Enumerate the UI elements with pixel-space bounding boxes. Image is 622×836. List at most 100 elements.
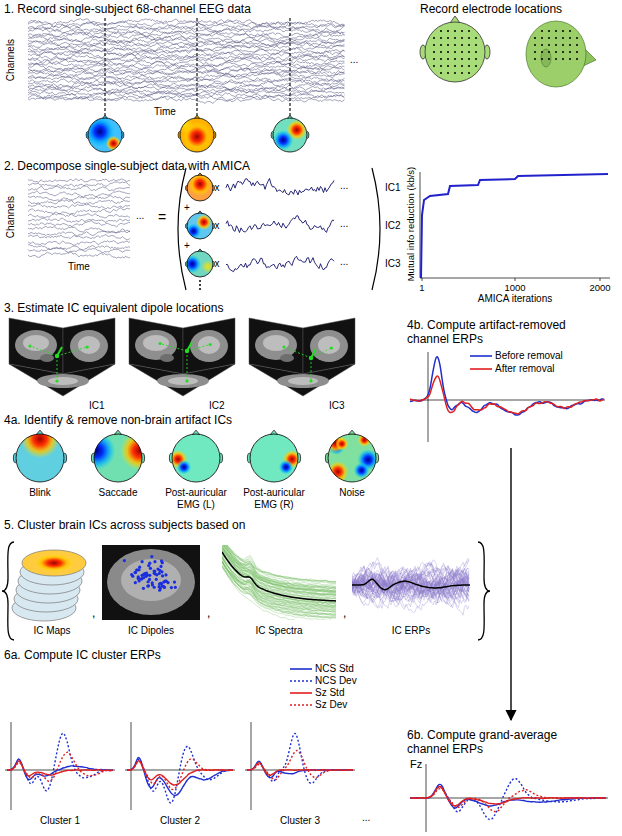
illustration-part [433,44,435,46]
illustration-part [137,577,140,580]
illustration-part [330,346,333,349]
illustration-part [548,30,550,32]
illustration-part [28,208,130,215]
illustration-part [309,356,313,360]
illustration-part [28,87,345,94]
illustration-part [475,58,477,60]
tick-label: 1 [419,282,424,293]
illustration-part [250,434,301,482]
legend-text: Sz Dev [315,699,347,711]
illustration-part [352,560,469,598]
illustration-part [70,330,108,362]
step-panel: Record electrode locations [418,2,618,92]
legend-text: NCS Dev [315,675,357,687]
illustration-part [199,284,201,286]
illustration-part [172,434,220,482]
legend-line [290,701,312,709]
illustration-part [188,172,211,195]
illustration-part [222,545,336,591]
illustration-part [28,45,345,51]
illustration-part [576,51,578,53]
illustration-part [534,44,536,46]
illustration-part [28,231,130,236]
illustration-part [127,761,233,785]
illustration-part [127,759,233,790]
illustration-part [77,432,115,470]
legend-line [290,677,312,685]
illustration-part [226,178,334,194]
illustration-part [129,364,235,396]
illustration-part [461,44,463,46]
illustration-part [548,51,550,53]
legend-text: NCS Std [315,663,354,675]
step-heading: 1. Record single-subject 68-channel EEG … [2,2,397,16]
legend-line-sample [470,355,492,357]
illustration-part [468,72,470,74]
legend-text: Sz Std [315,687,344,699]
ellipsis: ... [340,218,348,230]
illustration-part [250,434,298,482]
illustration-part [454,44,456,46]
illustration-part [372,168,380,290]
illustration-part [153,560,156,563]
illustration-part [541,49,551,67]
illustration-part [21,420,59,458]
illustration-part [40,354,54,362]
illustration-part [23,335,49,351]
illustration-part [135,568,138,571]
illustration-part [177,116,214,152]
illustration-part [555,30,557,32]
legend-text: After removal [495,363,554,375]
component-name: IC3 [329,400,345,412]
illustration-part [421,174,608,278]
illustration-part [28,247,130,253]
illustration-part [222,545,336,620]
component-name: IC2 [209,400,225,412]
dipole-mri [9,318,355,396]
equals-sign: = [158,209,166,226]
illustration-part [222,545,336,586]
illustration-part [177,460,191,474]
illustration-part [28,25,345,33]
illustration-part [454,58,456,60]
illustration-part [468,58,470,60]
illustration-part [284,347,311,358]
illustration-part [180,118,214,152]
illustration-part [447,30,449,32]
illustration-part [222,545,336,599]
illustration-part [28,252,130,258]
illustration-part [174,586,177,589]
comma: , [343,606,346,620]
illustration-part [273,118,307,152]
illustration-part [433,58,435,60]
illustration-part [555,44,557,46]
illustration-part [143,572,146,575]
legend-row: Sz Dev [290,699,347,711]
illustration-part [141,560,144,563]
illustration-part [352,562,469,600]
illustration-part [280,354,294,362]
illustration-part [28,66,345,73]
legend-line [470,352,492,360]
illustration-part [28,241,130,245]
illustration-part [447,44,449,46]
illustration-part [160,344,187,352]
cluster-erp-plots [5,722,355,810]
illustration-part [541,44,543,46]
illustration-part [327,461,348,482]
illustration-part [159,565,162,568]
illustration-part [137,576,140,579]
component-name: IC3 [385,258,401,270]
illustration-part [534,51,536,53]
illustration-part [28,68,345,75]
illustration-part [187,351,188,381]
axis-label: Mutual info reduction (kb/s) [405,167,416,282]
illustration-part [222,549,336,591]
illustration-part [461,37,463,39]
illustration-part [85,116,122,152]
illustration-part [273,130,293,150]
legend-line-sample [290,668,312,670]
illustration-part [28,235,130,240]
illustration-part [410,376,604,414]
illustration-part [57,356,58,381]
